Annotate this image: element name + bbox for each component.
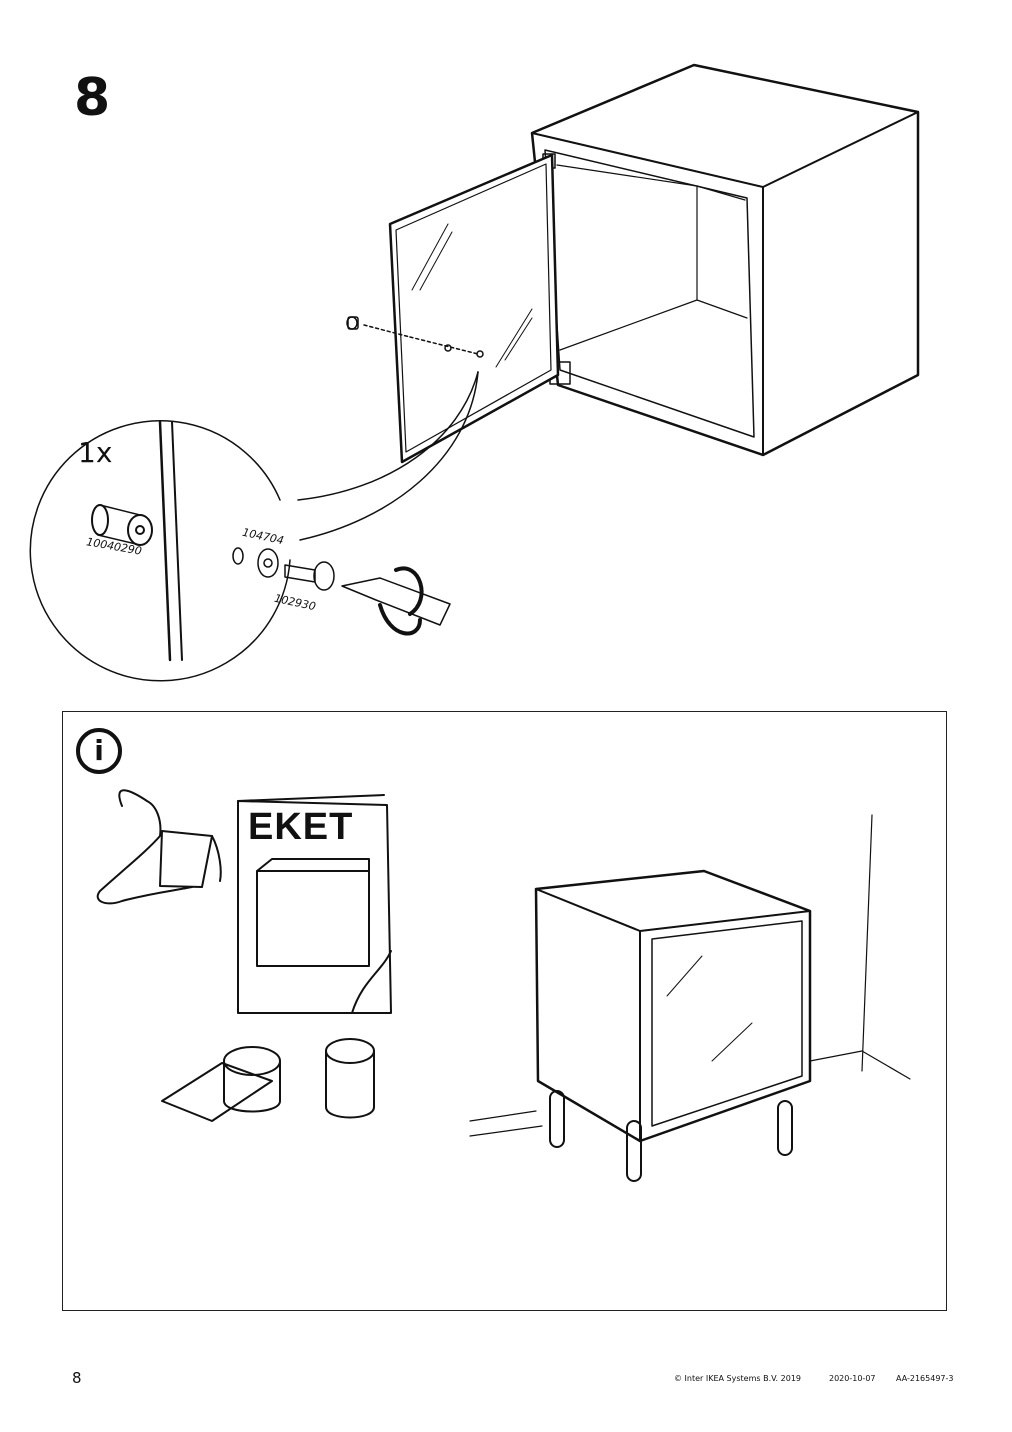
finished-cabinet	[469, 814, 911, 1182]
knob-exploded	[346, 316, 484, 358]
glass-door-drawing	[388, 153, 560, 464]
manual-title: EKET	[248, 806, 354, 848]
document-code: AA-2165497-3	[896, 1374, 954, 1383]
cam-lock-parts	[161, 1038, 375, 1122]
manual-booklet	[237, 794, 392, 1014]
info-panel	[62, 711, 947, 1311]
quantity-label: 1x	[78, 436, 113, 469]
step-number: 8	[74, 68, 111, 128]
info-icon: i	[76, 728, 122, 774]
screw-assembly	[232, 547, 451, 636]
info-illustration	[96, 789, 911, 1182]
step-8-illustration	[29, 63, 920, 682]
copyright: © Inter IKEA Systems B.V. 2019	[674, 1374, 801, 1383]
detail-callout	[29, 371, 479, 682]
cabinet-drawing	[530, 63, 920, 457]
reading-person-icon	[96, 789, 222, 905]
document-date: 2020-10-07	[829, 1374, 876, 1383]
page-number: 8	[72, 1369, 82, 1387]
